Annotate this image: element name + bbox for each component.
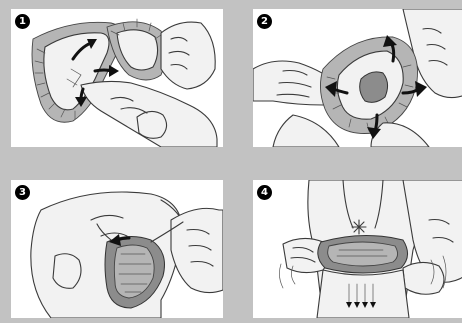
step-badge-2: 2 — [257, 14, 272, 29]
step-badge-3: 3 — [15, 185, 30, 200]
step-panel-4: 4 — [253, 180, 462, 318]
mask-on-face-illustration — [253, 180, 462, 318]
cushion-stretch-illustration — [253, 9, 462, 147]
step-badge-1: 1 — [15, 14, 30, 29]
mask-fitting-illustration — [11, 180, 223, 318]
step-panel-3: 3 — [11, 180, 223, 318]
step-panel-2: 2 — [253, 9, 462, 147]
step-panel-1: 1 — [11, 9, 223, 147]
mask-frame-hand-illustration — [11, 9, 223, 147]
step-badge-4: 4 — [257, 185, 272, 200]
